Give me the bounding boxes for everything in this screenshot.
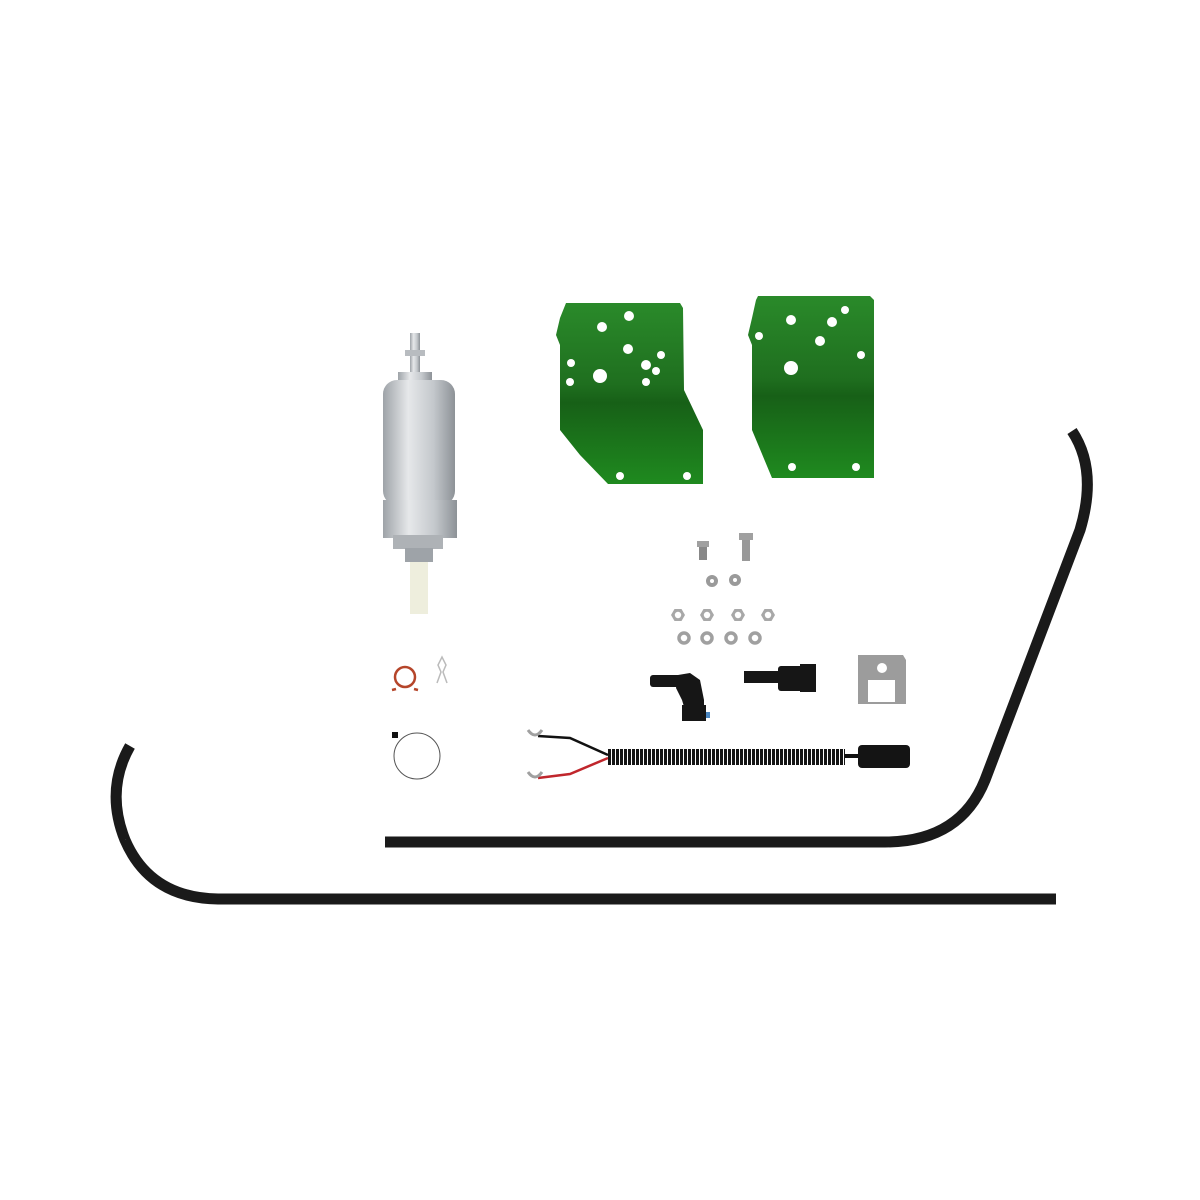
straight-connector-icon xyxy=(744,664,816,692)
bolt-icon xyxy=(697,533,753,561)
bracket-right-icon xyxy=(748,296,874,478)
hose-left-icon xyxy=(110,743,1056,905)
washer-icon xyxy=(677,631,762,645)
copper-clip-icon xyxy=(391,665,419,692)
metal-clip-icon xyxy=(858,655,906,704)
fuel-pump-icon xyxy=(383,333,457,614)
wiring-harness-icon xyxy=(526,729,910,780)
elbow-connector-icon xyxy=(650,673,710,721)
spring-clip-icon xyxy=(436,655,448,684)
hex-nut-icon xyxy=(671,609,775,621)
hose-right-icon xyxy=(385,427,1093,848)
bracket-left-icon xyxy=(556,303,703,484)
small-nut-icon xyxy=(706,574,741,587)
wire-clamp-icon xyxy=(392,732,441,780)
